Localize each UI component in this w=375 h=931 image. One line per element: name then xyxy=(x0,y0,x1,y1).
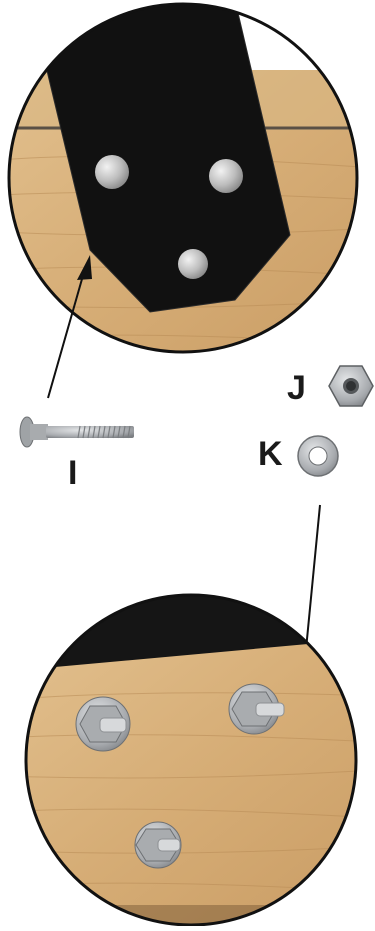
arrow-to-bracket xyxy=(47,255,92,399)
bottom-detail-circle xyxy=(24,593,358,927)
bolt-assembly xyxy=(75,696,131,752)
steel-bracket xyxy=(30,4,290,312)
part-label-i: I xyxy=(68,454,78,492)
bolt-assembly xyxy=(134,821,182,869)
rivet xyxy=(95,155,129,189)
carriage-bolt-icon xyxy=(19,416,134,448)
bolt-assembly xyxy=(228,683,285,735)
rivet xyxy=(209,159,243,193)
rivet xyxy=(178,249,208,279)
top-detail-circle xyxy=(7,2,359,354)
part-label-k: K xyxy=(258,435,283,473)
washer-icon xyxy=(297,435,339,477)
hex-nut-icon xyxy=(328,365,374,407)
part-label-j: J xyxy=(287,369,306,407)
